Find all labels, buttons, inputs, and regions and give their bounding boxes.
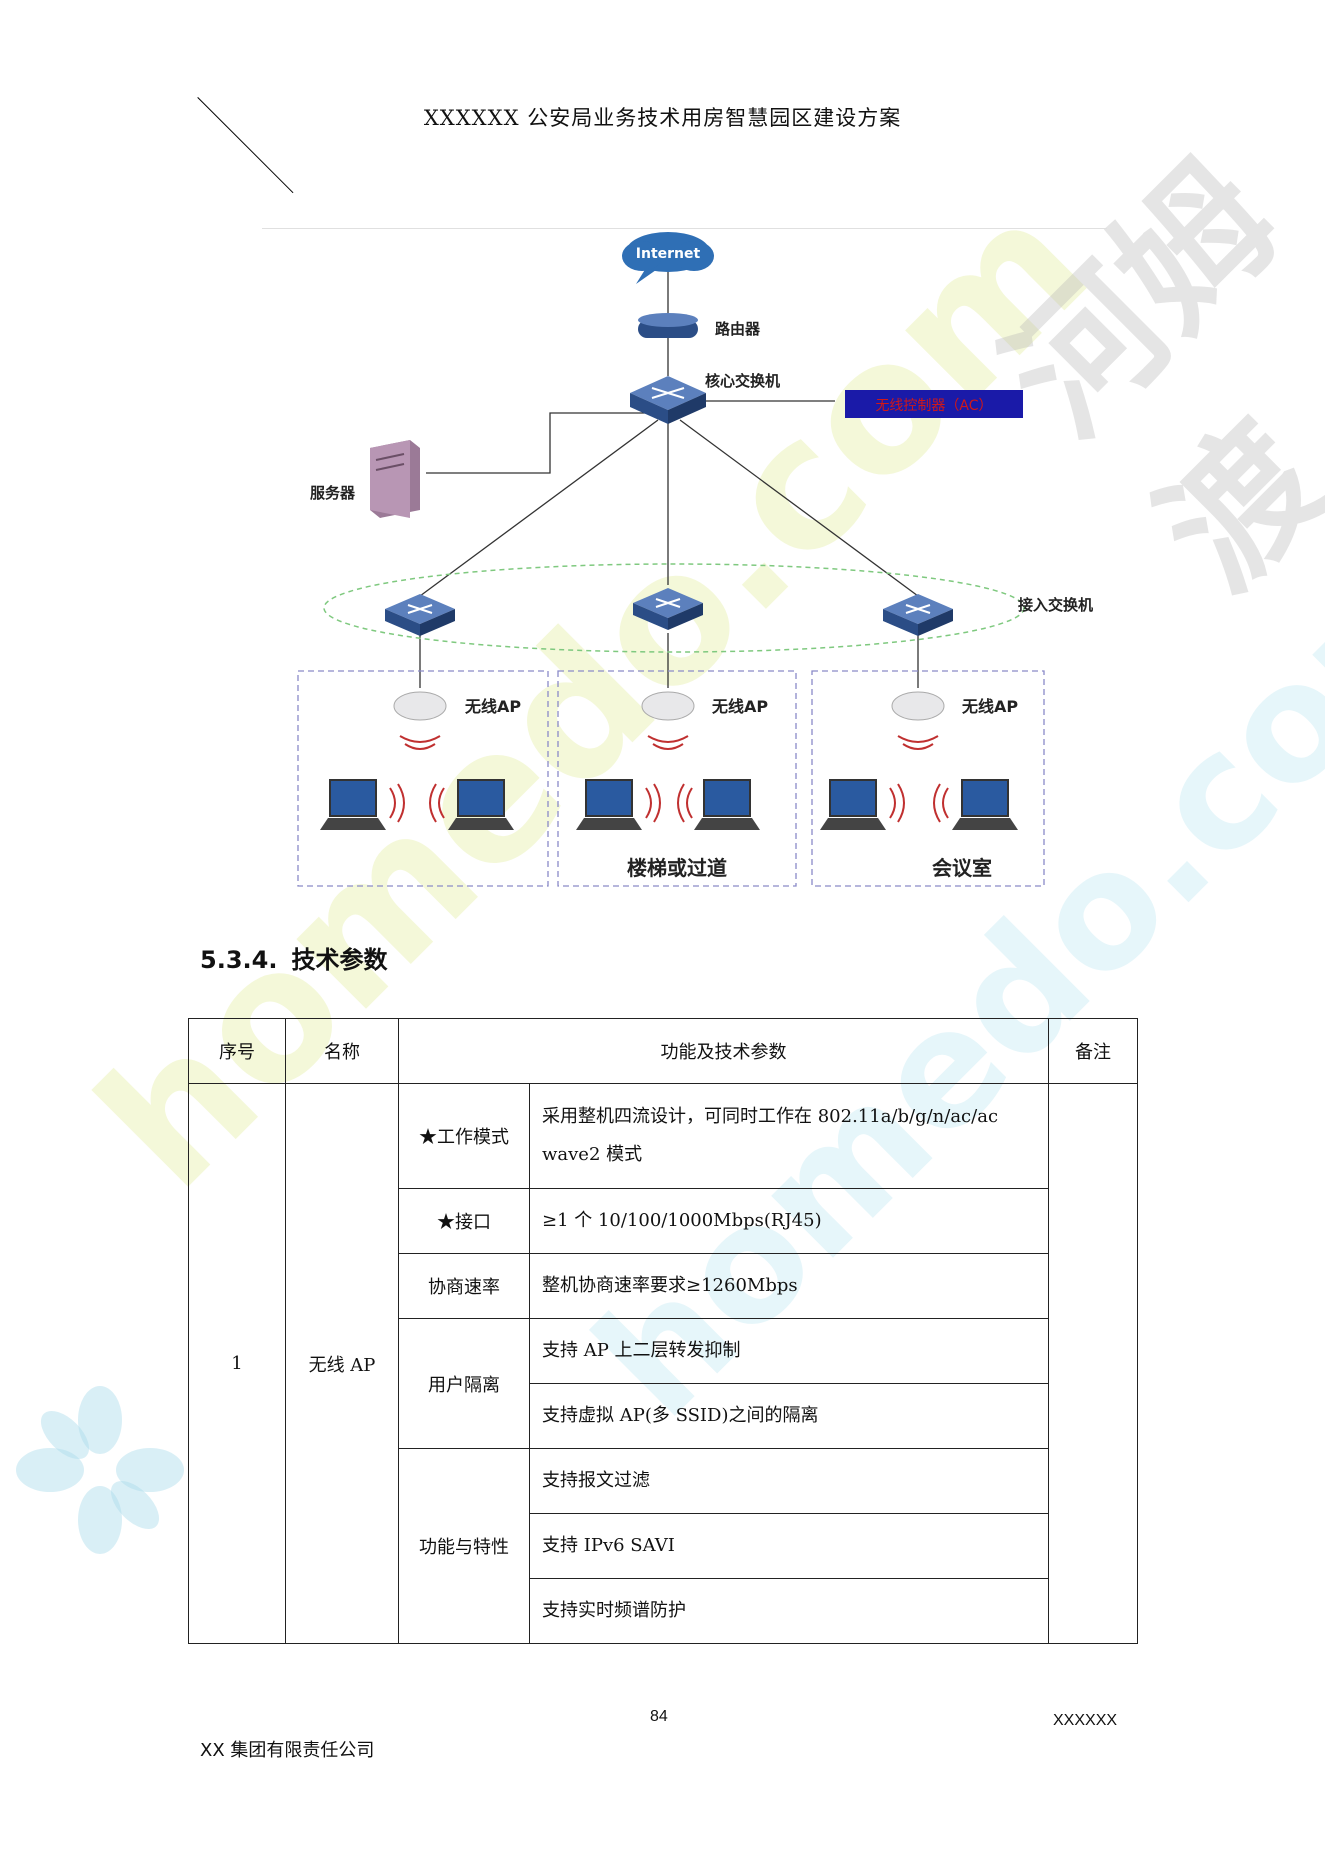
access-switch-label: 接入交换机 <box>1018 596 1093 614</box>
cell-param: 协商速率 <box>398 1253 530 1319</box>
section-title: 技术参数 <box>291 946 388 974</box>
wireless-ap-icon <box>641 691 695 750</box>
access-switch-icon <box>385 594 455 636</box>
cell-desc: 支持实时频谱防护 <box>529 1578 1049 1644</box>
cell-name: 无线 AP <box>285 1083 399 1644</box>
table-row: 支持虚拟 AP(多 SSID)之间的隔离 <box>189 1383 1138 1449</box>
tech-spec-table: 序号 名称 功能及技术参数 备注 1 无线 AP ★工作模式 采用整机四流设计，… <box>188 1018 1138 1644</box>
cell-desc: 支持 IPv6 SAVI <box>529 1513 1049 1579</box>
table-row: 支持实时频谱防护 <box>189 1578 1138 1644</box>
ap-label: 无线AP <box>711 697 768 716</box>
zone-label-stairs: 楼梯或过道 <box>627 856 727 880</box>
access-switch-icon <box>883 594 953 636</box>
cell-desc: ≥1 个 10/100/1000Mbps(RJ45) <box>529 1188 1049 1254</box>
network-topology-diagram: Internet 路由器 核心交换机 无线控制器（AC） 服务器 <box>290 228 1120 888</box>
footer-company: XX 集团有限责任公司 <box>200 1740 375 1761</box>
internet-label: Internet <box>636 246 701 262</box>
section-number: 5.3.4. <box>200 946 278 974</box>
table-row: 用户隔离 支持 AP 上二层转发抑制 <box>189 1318 1138 1449</box>
wireless-controller-label: 无线控制器（AC） <box>875 398 992 414</box>
core-switch-icon <box>630 376 706 424</box>
cell-desc: 支持报文过滤 <box>529 1448 1049 1514</box>
table-row: 1 无线 AP ★工作模式 采用整机四流设计，可同时工作在 802.11a/b/… <box>188 1083 1138 1644</box>
cell-param: ★工作模式 <box>398 1083 530 1189</box>
cell-param: ★接口 <box>398 1188 530 1254</box>
document-header-title: XXXXXX 公安局业务技术用房智慧园区建设方案 <box>423 106 902 130</box>
access-layer-ellipse <box>323 563 1025 653</box>
page-number: 84 <box>650 1708 668 1725</box>
wireless-ap-icon <box>891 691 945 750</box>
server-icon <box>370 440 420 518</box>
zone-label-meeting: 会议室 <box>932 856 992 880</box>
cell-desc: 采用整机四流设计，可同时工作在 802.11a/b/g/n/ac/ac wave… <box>529 1083 1049 1189</box>
table-row: 功能与特性 支持报文过滤 <box>189 1448 1138 1644</box>
header-name: 名称 <box>285 1018 399 1084</box>
cell-index: 1 <box>188 1083 286 1644</box>
laptop-icon <box>448 779 514 830</box>
header-index: 序号 <box>188 1018 286 1084</box>
ap-label: 无线AP <box>961 697 1018 716</box>
wireless-ap-icon <box>393 691 447 750</box>
table-row: 支持 IPv6 SAVI <box>189 1513 1138 1579</box>
laptop-icon <box>952 779 1018 830</box>
cell-param: 功能与特性 <box>398 1448 530 1644</box>
cell-desc: 支持 AP 上二层转发抑制 <box>529 1318 1049 1384</box>
zone-box <box>557 670 797 887</box>
zone-box <box>297 670 549 887</box>
header-remarks: 备注 <box>1048 1018 1138 1084</box>
zone-box <box>811 670 1045 887</box>
router-label: 路由器 <box>715 320 761 338</box>
server-label: 服务器 <box>310 484 356 502</box>
laptop-icon <box>820 779 886 830</box>
laptop-icon <box>576 779 642 830</box>
router-icon <box>638 313 698 338</box>
table-header-row: 序号 名称 功能及技术参数 备注 <box>188 1018 1138 1084</box>
section-heading: 5.3.4. 技术参数 <box>200 940 401 975</box>
watermark-logo-icon <box>16 1386 184 1554</box>
header-rule <box>262 228 1107 229</box>
cell-desc: 支持虚拟 AP(多 SSID)之间的隔离 <box>529 1383 1049 1449</box>
ap-label: 无线AP <box>464 697 521 716</box>
header-params: 功能及技术参数 <box>398 1018 1049 1084</box>
core-switch-label: 核心交换机 <box>705 372 780 390</box>
cell-param: 用户隔离 <box>398 1318 530 1449</box>
cell-remarks <box>1048 1083 1138 1644</box>
signal-waves-icon <box>389 783 949 823</box>
laptop-icon <box>320 779 386 830</box>
laptop-icon <box>694 779 760 830</box>
cell-desc: 整机协商速率要求≥1260Mbps <box>529 1253 1049 1319</box>
header-diagonal-line <box>197 97 294 194</box>
internet-cloud-icon <box>622 232 714 284</box>
footer-code: XXXXXX <box>1053 1712 1118 1729</box>
wireless-controller-box <box>845 390 1023 418</box>
access-switch-icon <box>633 588 703 630</box>
table-row: ★接口 ≥1 个 10/100/1000Mbps(RJ45) <box>189 1188 1138 1254</box>
